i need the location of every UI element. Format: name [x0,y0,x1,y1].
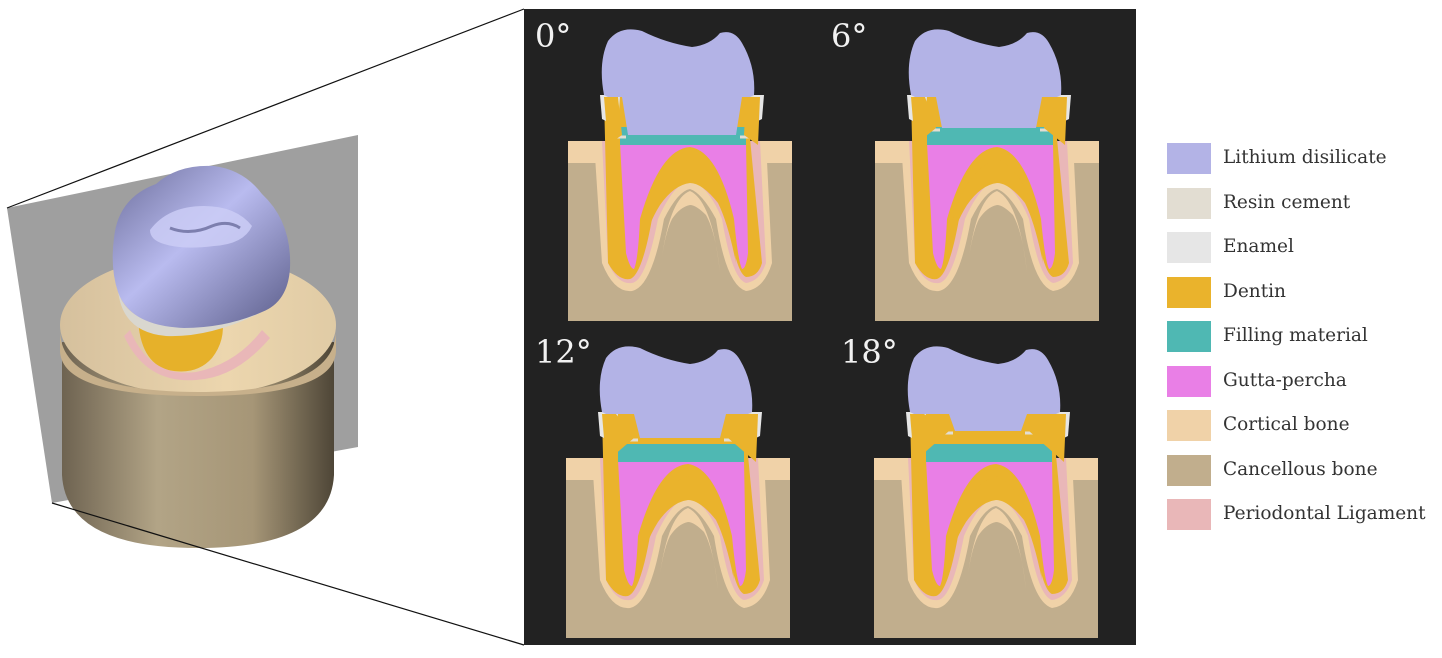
crown-fissure [169,221,241,233]
legend-item-gutta-percha: Gutta-percha [1167,364,1439,401]
tooth-3d-model [7,135,358,548]
legend-label: Cortical bone [1223,414,1350,435]
crown-occlusal [150,206,252,248]
legend-label: Cancellous bone [1223,458,1378,480]
legend-item-filling-material: Filling material [1167,319,1439,356]
filling-material [926,444,1052,462]
cancellous-bone-cylinder [62,342,334,548]
dentin-shoulder-left [911,97,936,145]
zoom-line-bottom [51,502,525,646]
angle-label-0: 0° [535,17,572,55]
legend-swatch [1167,187,1211,219]
legend-swatch [1167,365,1211,397]
dentin-shoulder-left [910,414,949,462]
cross-section-grid [566,29,1099,638]
interradicular-bone [658,508,718,590]
gutta-percha [926,460,1054,586]
pdl-3d [124,330,270,381]
angle-label-6: 6° [831,17,868,55]
legend-swatch [1167,232,1211,263]
tooth-section-3 [874,346,1098,638]
interradicular-bone [966,508,1026,590]
interradicular-bone [967,191,1027,273]
interradicular-bone [660,191,720,273]
legend-swatch [1167,499,1211,530]
dentin-core [636,476,734,580]
tooth-section-0 [568,29,792,321]
legend-item-periodontal-ligament: Periodontal Ligament [1167,497,1439,534]
dentin-core [638,159,736,263]
gutta-percha [618,460,746,586]
angle-label-18: 18° [841,333,898,371]
filling-material [618,444,744,462]
legend-label: Lithium disilicate [1223,147,1387,168]
legend-swatch [1167,143,1211,174]
material-legend: Lithium disilicate Resin cement Enamel D… [1167,141,1439,542]
dentin-shoulder-right [1044,97,1067,145]
legend-item-enamel: Enamel [1167,230,1439,267]
legend-item-dentin: Dentin [1167,275,1439,312]
dentin-shoulder-right [744,97,760,145]
lithium-disilicate-crown [907,346,1061,431]
filling-material [927,127,1053,145]
legend-swatch [1167,410,1211,441]
legend-item-cancellous-bone: Cancellous bone [1167,453,1439,490]
dentin-shoulder-left [602,414,634,462]
gutta-percha [927,143,1055,269]
lithium-disilicate-crown [908,29,1062,129]
legend-swatch [1167,276,1211,308]
tooth-section-1 [875,29,1099,321]
dentin-shoulder-right [728,414,758,462]
gutta-percha [620,143,748,269]
legend-swatch [1167,454,1211,486]
dentin-core [945,159,1043,263]
dentin-shoulder-left [604,97,622,145]
dentin-core [944,476,1042,580]
legend-label: Enamel [1223,236,1294,257]
zoom-line-top [6,8,525,209]
angle-label-12: 12° [535,333,592,371]
legend-item-resin-cement: Resin cement [1167,186,1439,223]
legend-swatch [1167,321,1211,352]
legend-label: Resin cement [1223,191,1351,213]
legend-label: Gutta-percha [1223,369,1347,391]
dentin-shoulder-right [1029,414,1066,462]
tooth-section-2 [566,346,790,638]
legend-item-lithium-disilicate: Lithium disilicate [1167,141,1439,178]
lithium-disilicate-crown [601,29,755,136]
legend-label: Dentin [1223,280,1286,302]
legend-label: Filling material [1223,325,1368,346]
lithium-disilicate-crown [599,346,753,438]
resin-cement-3d [118,290,270,337]
legend-label: Periodontal Ligament [1223,503,1426,524]
legend-item-cortical-bone: Cortical bone [1167,408,1439,445]
